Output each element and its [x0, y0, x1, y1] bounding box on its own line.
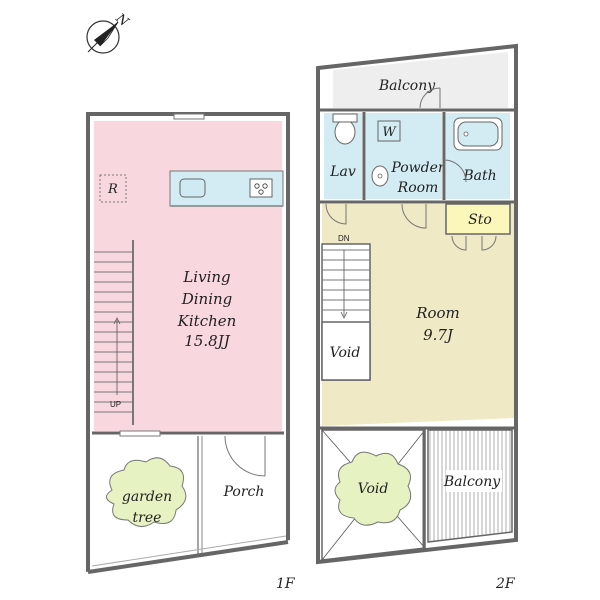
first-floor-stairs — [94, 251, 133, 413]
bath-label: Bath — [462, 168, 496, 184]
porch-label: Porch — [223, 484, 265, 500]
window — [173, 113, 205, 120]
toilet-icon — [334, 119, 356, 145]
void-tree-icon — [334, 451, 412, 526]
room-label: Room — [415, 304, 460, 322]
fridge-label: R — [107, 182, 118, 197]
fridge-outline — [99, 174, 127, 203]
powder-room-label: Room — [397, 180, 439, 196]
ldk-label-kitchen: Kitchen — [177, 312, 237, 330]
inner-void-label: Void — [330, 345, 361, 361]
stairs-up-label: UP — [110, 400, 121, 409]
storage-area — [446, 204, 510, 234]
stove-icon — [249, 178, 273, 198]
washbasin-icon — [371, 165, 389, 187]
balcony-top-label: Balcony — [378, 78, 436, 94]
ldk-label-dining: Dining — [181, 290, 233, 308]
stairs-down-label: DN — [338, 234, 350, 243]
tree-label: tree — [133, 510, 162, 526]
washer-label: W — [382, 125, 397, 140]
second-floor-label: 2F — [495, 576, 516, 592]
sink-icon — [179, 178, 206, 198]
sliding-door — [119, 430, 161, 437]
ldk-label-area: 15.8JJ — [184, 332, 230, 350]
first-floor: R UP Living Dining Kitchen 15.8JJ — [86, 112, 290, 582]
balcony-top — [333, 52, 508, 108]
room-area-label: 9.7J — [423, 326, 454, 344]
storage-label: Sto — [468, 212, 492, 228]
first-floor-label: 1F — [276, 576, 296, 592]
garden-tree-icon — [106, 457, 187, 527]
north-arrow-icon — [86, 20, 120, 54]
washer-outline — [377, 120, 401, 142]
inner-void-area — [321, 321, 371, 381]
open-void-label: Void — [358, 481, 389, 497]
ldk-label-living: Living — [182, 268, 230, 286]
second-floor-stairs — [322, 249, 370, 311]
lav-label: Lav — [329, 164, 356, 180]
second-floor: Balcony Lav W Powder Room Bath Sto — [316, 43, 518, 565]
balcony-bottom-label: Balcony — [443, 474, 501, 490]
powder-label: Powder — [390, 160, 446, 176]
garden-label: garden — [122, 489, 172, 505]
